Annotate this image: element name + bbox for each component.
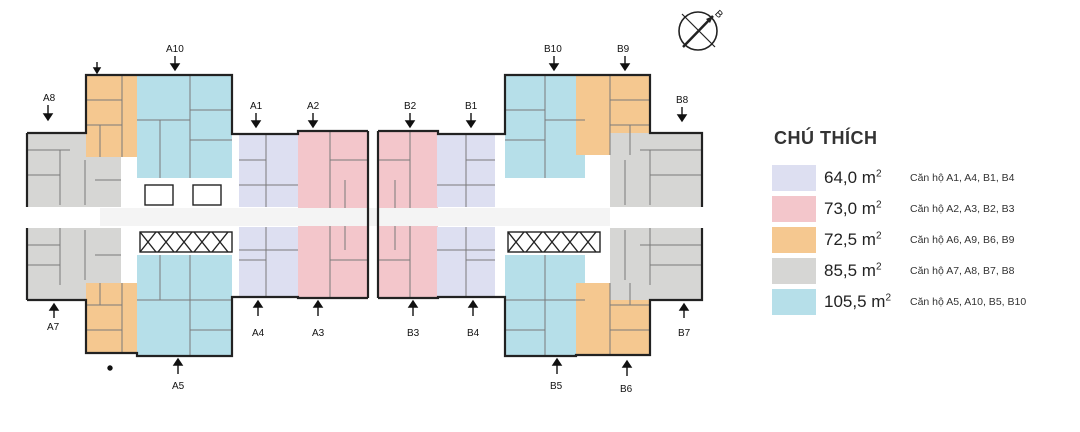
label-b6: B6	[620, 384, 633, 395]
unit-labels: A10 A8 A1 A2 B2 B1 B10 B9 B8 A7 A4 A3 B3…	[43, 44, 691, 395]
legend-title: CHÚ THÍCH	[774, 128, 878, 148]
legend-units: Căn hộ A1, A4, B1, B4	[910, 172, 1015, 184]
unit-a4	[239, 227, 298, 297]
legend-item: 64,0 m2 Căn hộ A1, A4, B1, B4	[772, 165, 1072, 191]
label-b9: B9	[617, 44, 630, 55]
label-b2: B2	[404, 101, 417, 112]
central-corridor	[100, 208, 610, 226]
legend-area: 64,0 m2	[824, 168, 882, 187]
unit-b2	[378, 131, 438, 208]
legend-swatch	[772, 289, 816, 315]
unit-a5	[137, 255, 232, 356]
label-a1: A1	[250, 101, 263, 112]
compass-label: B	[712, 8, 725, 21]
legend-units: Căn hộ A6, A9, B6, B9	[910, 234, 1015, 246]
unit-a1	[239, 134, 298, 207]
legend-item: 85,5 m2 Căn hộ A7, A8, B7, B8	[772, 258, 1072, 284]
unit-b8	[610, 133, 702, 207]
label-a3: A3	[312, 328, 325, 339]
label-b7: B7	[678, 328, 691, 339]
label-a5: A5	[172, 381, 185, 392]
label-a8: A8	[43, 93, 56, 104]
unit-b7	[610, 228, 702, 300]
legend-item: 72,5 m2 Căn hộ A6, A9, B6, B9	[772, 227, 1072, 253]
label-a7: A7	[47, 322, 60, 333]
legend-area: 85,5 m2	[824, 261, 882, 280]
entry-arrows	[42, 56, 690, 376]
label-a2: A2	[307, 101, 320, 112]
unit-b3	[378, 226, 438, 298]
unit-a2	[298, 131, 368, 208]
legend-units: Căn hộ A7, A8, B7, B8	[910, 265, 1015, 277]
unit-a3	[298, 226, 368, 298]
label-b8: B8	[676, 95, 689, 106]
legend-area: 72,5 m2	[824, 230, 882, 249]
interior-walls	[27, 75, 702, 356]
label-b10: B10	[544, 44, 562, 55]
legend-swatch	[772, 227, 816, 253]
legend-item: 105,5 m2 Căn hộ A5, A10, B5, B10	[772, 289, 1072, 315]
unit-a10	[137, 75, 232, 178]
label-b5: B5	[550, 381, 563, 392]
legend-item: 73,0 m2 Căn hộ A2, A3, B2, B3	[772, 196, 1072, 222]
legend-area: 73,0 m2	[824, 199, 882, 218]
legend-swatch	[772, 196, 816, 222]
legend: CHÚ THÍCH 64,0 m2 Căn hộ A1, A4, B1, B4 …	[772, 128, 1072, 320]
label-b3: B3	[407, 328, 420, 339]
legend-swatch	[772, 165, 816, 191]
legend-units: Căn hộ A2, A3, B2, B3	[910, 203, 1015, 215]
legend-units: Căn hộ A5, A10, B5, B10	[910, 296, 1027, 308]
label-a4: A4	[252, 328, 265, 339]
elevator-core-left	[139, 184, 233, 253]
legend-swatch	[772, 258, 816, 284]
label-a10: A10	[166, 44, 184, 55]
elevator-core-right	[507, 231, 601, 253]
outer-walls	[25, 73, 704, 358]
floor-plan: B	[25, 8, 725, 395]
label-b4: B4	[467, 328, 480, 339]
legend-area: 105,5 m2	[824, 292, 891, 311]
compass-icon: B	[678, 8, 725, 51]
label-b1: B1	[465, 101, 478, 112]
